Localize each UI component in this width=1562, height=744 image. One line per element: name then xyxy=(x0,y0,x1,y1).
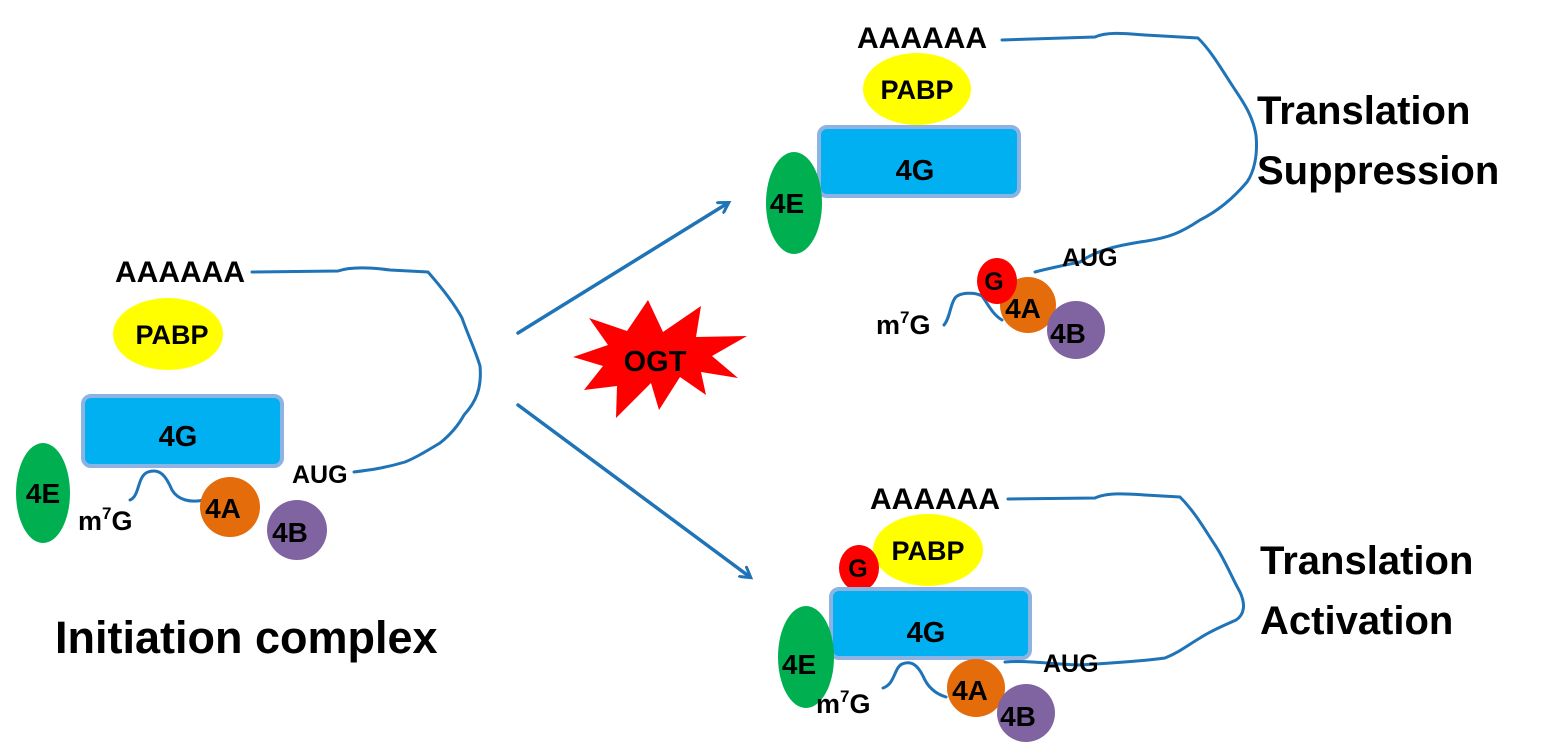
pabp-protein xyxy=(113,298,223,370)
activation-mrna-5prime-strand xyxy=(881,661,948,699)
activation-o-glcnac-label: G xyxy=(848,555,867,583)
eif4a-protein xyxy=(200,477,260,537)
pabp-label: PABP xyxy=(135,320,208,350)
eif4e-protein xyxy=(16,443,70,543)
ogt-enzyme: OGT xyxy=(573,300,747,418)
suppression-cap-label: m7G xyxy=(876,308,931,340)
activation-eif4g-label: 4G xyxy=(907,617,946,649)
mrna-5prime-strand xyxy=(128,469,206,503)
activation-eif4a-protein xyxy=(947,659,1005,717)
suppression-eif4e-protein xyxy=(766,152,822,254)
eif4g-protein xyxy=(81,394,284,468)
activation-pabp-protein xyxy=(873,514,983,586)
eif4b-label: 4B xyxy=(272,517,308,548)
activation-pabp-label: PABP xyxy=(891,536,964,566)
suppression-poly-a-tail-label: AAAAAA xyxy=(857,22,987,55)
translation-activation-caption-line1: Translation xyxy=(1260,539,1473,583)
suppression-eif4a-label: 4A xyxy=(1005,293,1041,324)
activation-eif4e-protein xyxy=(778,606,834,708)
aug-start-codon-label: AUG xyxy=(292,461,348,489)
activation-eif4b-protein xyxy=(997,684,1055,742)
ogt-label: OGT xyxy=(624,346,687,378)
eif4e-label: 4E xyxy=(26,478,60,509)
suppression-eif4g-protein xyxy=(817,125,1021,198)
eif4a-label: 4A xyxy=(205,493,241,524)
suppression-eif4g-label: 4G xyxy=(896,155,935,187)
eif4g-label: 4G xyxy=(159,421,198,453)
activation-o-glcnac-modification xyxy=(839,545,879,591)
suppression-mrna-loop-strand xyxy=(1000,31,1258,274)
suppression-o-glcnac-label: G xyxy=(984,268,1003,296)
activation-eif4a-label: 4A xyxy=(952,675,988,706)
ogt-starburst-icon xyxy=(573,300,747,418)
suppression-eif4b-protein xyxy=(1047,301,1105,359)
poly-a-tail-label: AAAAAA xyxy=(115,256,245,289)
activation-poly-a-tail-label: AAAAAA xyxy=(870,483,1000,516)
translation-suppression-panel: AAAAAA PABP 4G 4E m7G 4A 4B G AUG Transl… xyxy=(766,22,1499,359)
cap-label: m7G xyxy=(78,504,133,536)
suppression-mrna-5prime-strand xyxy=(942,291,1004,327)
suppression-pabp-protein xyxy=(863,53,971,125)
mrna-loop-strand xyxy=(250,266,482,474)
translation-suppression-caption-line1: Translation xyxy=(1257,89,1470,133)
suppression-pabp-label: PABP xyxy=(880,75,953,105)
suppression-aug-start-codon-label: AUG xyxy=(1062,244,1118,272)
suppression-eif4b-label: 4B xyxy=(1050,318,1086,349)
arrow-to-suppression xyxy=(516,203,728,335)
activation-eif4e-label: 4E xyxy=(782,649,816,680)
translation-activation-panel: AAAAAA PABP G 4G 4E m7G 4A 4B AUG Transl… xyxy=(778,483,1473,742)
arrow-to-activation xyxy=(516,403,750,577)
suppression-o-glcnac-modification xyxy=(977,258,1017,304)
activation-mrna-loop-strand xyxy=(1003,492,1245,667)
translation-activation-caption-line2: Activation xyxy=(1260,599,1453,643)
activation-eif4g-protein xyxy=(829,587,1032,660)
activation-aug-start-codon-label: AUG xyxy=(1043,650,1099,678)
initiation-complex-panel: AAAAAA PABP 4G 4E m7G 4A 4B AUG Initiati… xyxy=(16,256,482,663)
suppression-eif4e-label: 4E xyxy=(770,188,804,219)
activation-eif4b-label: 4B xyxy=(1000,701,1036,732)
initiation-complex-caption: Initiation complex xyxy=(55,612,438,663)
eif4b-protein xyxy=(267,500,327,560)
translation-suppression-caption-line2: Suppression xyxy=(1257,149,1499,193)
activation-cap-label: m7G xyxy=(816,687,871,719)
